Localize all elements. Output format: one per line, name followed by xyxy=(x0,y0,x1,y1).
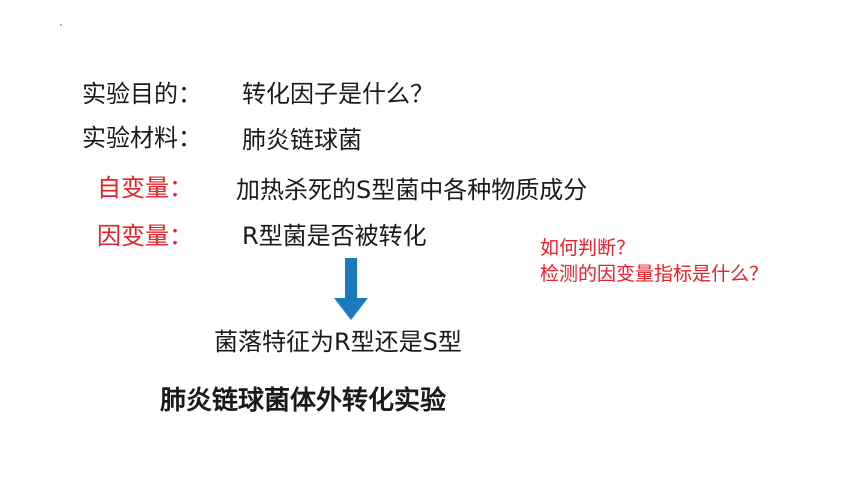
question-note-line1: 如何判断？ xyxy=(540,237,636,259)
result-text: 菌落特征为R型还是S型 xyxy=(214,328,462,356)
purpose-value: 转化因子是什么？ xyxy=(242,80,434,108)
question-note-line2: 检测的因变量指标是什么？ xyxy=(540,263,769,285)
material-value: 肺炎链球菌 xyxy=(242,126,362,154)
down-arrow-icon xyxy=(334,258,368,320)
independent-variable-value: 加热杀死的S型菌中各种物质成分 xyxy=(236,176,588,204)
material-label: 实验材料： xyxy=(82,124,202,152)
decorative-dot xyxy=(60,24,62,26)
independent-variable-label: 自变量： xyxy=(97,174,193,202)
page-title: 肺炎链球菌体外转化实验 xyxy=(160,386,447,416)
dependent-variable-value: R型菌是否被转化 xyxy=(242,222,427,250)
purpose-label: 实验目的： xyxy=(82,80,202,108)
dependent-variable-label: 因变量： xyxy=(97,222,193,250)
